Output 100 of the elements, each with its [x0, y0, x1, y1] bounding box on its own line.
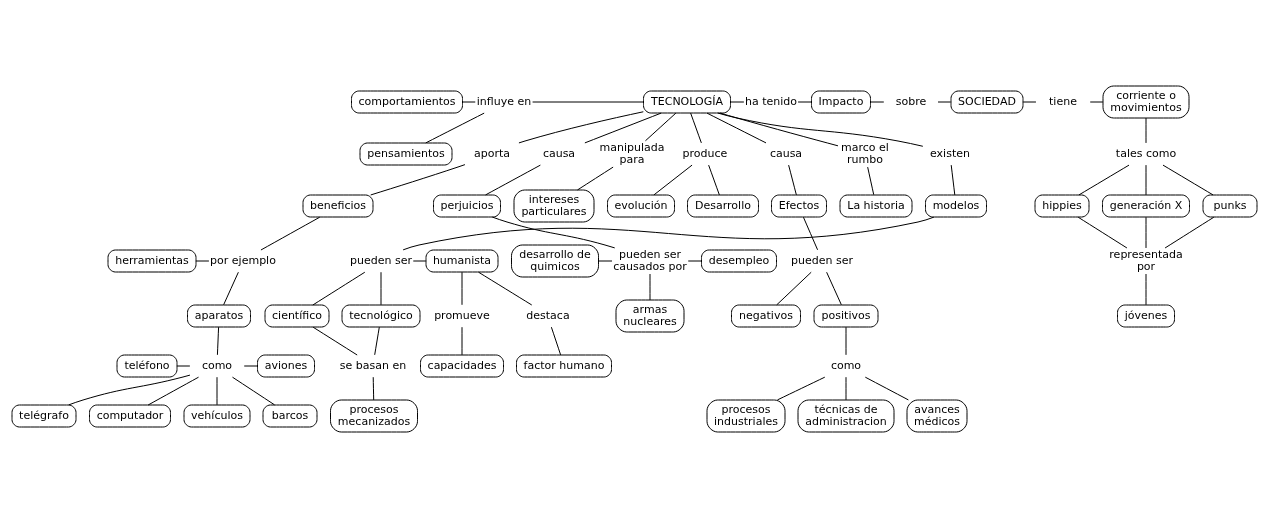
- node-text: pueden ser: [350, 253, 412, 267]
- node-box: SOCIEDAD: [950, 90, 1024, 114]
- node-text: pueden ser: [791, 253, 853, 267]
- node-text: como: [201, 358, 233, 372]
- node-box: humanista: [425, 249, 499, 273]
- connector: [461, 326, 463, 356]
- connector: [550, 326, 562, 356]
- connector: [216, 376, 218, 406]
- connector: [195, 260, 210, 262]
- node-text: causa: [542, 146, 576, 160]
- connector: [708, 164, 720, 196]
- node-box: teléfono: [116, 354, 178, 378]
- connector: [598, 260, 613, 262]
- connector: [216, 326, 220, 356]
- node-text: tiene: [1049, 94, 1077, 108]
- node-box: procesos mecanizados: [330, 399, 418, 433]
- connector: [402, 216, 935, 251]
- node-box: intereses particulares: [513, 189, 595, 223]
- connector: [802, 216, 819, 251]
- node-text: manipulada para: [599, 140, 665, 166]
- connector: [788, 164, 797, 196]
- node-box: generación X: [1102, 194, 1190, 218]
- connector: [518, 111, 644, 144]
- node-text: por ejemplo: [210, 253, 276, 267]
- connector: [653, 164, 693, 196]
- connector: [491, 216, 616, 249]
- connector: [485, 164, 541, 196]
- node-text: sobre: [895, 94, 927, 108]
- connector: [649, 273, 651, 301]
- node-box: Desarrollo: [687, 194, 759, 218]
- connector: [576, 166, 614, 191]
- connector: [461, 271, 463, 306]
- node-text: existen: [930, 146, 970, 160]
- connector: [845, 326, 847, 356]
- connector: [717, 112, 924, 147]
- connector: [372, 376, 375, 401]
- connector: [425, 112, 485, 144]
- node-box: perjuicios: [433, 194, 501, 218]
- node-box: negativos: [731, 304, 801, 328]
- node-box: telégrafo: [11, 404, 77, 428]
- connector: [644, 112, 677, 142]
- connector: [776, 376, 826, 401]
- connector: [867, 166, 875, 196]
- node-box: herramientas: [107, 249, 197, 273]
- connector: [826, 271, 842, 306]
- node-box: avances médicos: [906, 399, 968, 433]
- connector: [1022, 101, 1037, 103]
- node-text: tales como: [1115, 146, 1177, 160]
- connector: [260, 216, 321, 251]
- node-box: aviones: [257, 354, 315, 378]
- connector: [478, 271, 533, 306]
- connector: [845, 376, 847, 401]
- connector: [147, 376, 200, 406]
- node-box: pensamientos: [359, 142, 453, 166]
- node-box: positivos: [813, 304, 879, 328]
- node-box: hippies: [1034, 194, 1090, 218]
- node-text: influye en: [476, 94, 532, 108]
- node-box: computador: [89, 404, 171, 428]
- connector: [232, 376, 276, 406]
- node-box: vehículos: [183, 404, 251, 428]
- node-box: jóvenes: [1117, 304, 1175, 328]
- node-text: aporta: [473, 146, 511, 160]
- connector: [1162, 164, 1214, 196]
- connector: [797, 101, 812, 103]
- node-box: procesos industriales: [706, 399, 786, 433]
- node-box: La historia: [839, 194, 913, 218]
- connector: [730, 101, 745, 103]
- connector: [1164, 216, 1215, 249]
- node-text: marco el rumbo: [841, 140, 889, 166]
- node-box: barcos: [262, 404, 318, 428]
- connector: [462, 101, 476, 103]
- node-box: Efectos: [771, 194, 827, 218]
- node-box: comportamientos: [351, 90, 463, 114]
- connector: [380, 271, 382, 306]
- connector: [1145, 117, 1147, 144]
- connector: [719, 112, 839, 147]
- connector: [1145, 273, 1147, 306]
- node-box: modelos: [925, 194, 987, 218]
- connector: [370, 164, 466, 196]
- node-box: científico: [264, 304, 330, 328]
- node-box: beneficios: [302, 194, 374, 218]
- connector: [68, 374, 191, 406]
- node-box: corriente o movimientos: [1102, 85, 1190, 119]
- node-box: Impacto: [811, 90, 871, 114]
- node-text: destaca: [526, 308, 570, 322]
- connector: [312, 326, 358, 356]
- node-box: tecnológico: [341, 304, 421, 328]
- connector: [1078, 164, 1130, 196]
- connector: [1145, 216, 1147, 249]
- node-box: evolución: [607, 194, 675, 218]
- node-text: se basan en: [339, 358, 407, 372]
- node-box: capacidades: [420, 354, 504, 378]
- node-text: representada por: [1109, 247, 1183, 273]
- node-box: técnicas de administracion: [797, 399, 895, 433]
- connector: [690, 112, 702, 144]
- node-box: desarrollo de quimicos: [511, 244, 599, 278]
- connector: [950, 164, 956, 196]
- node-text: causa: [769, 146, 803, 160]
- connector: [584, 112, 662, 144]
- connector: [532, 101, 644, 103]
